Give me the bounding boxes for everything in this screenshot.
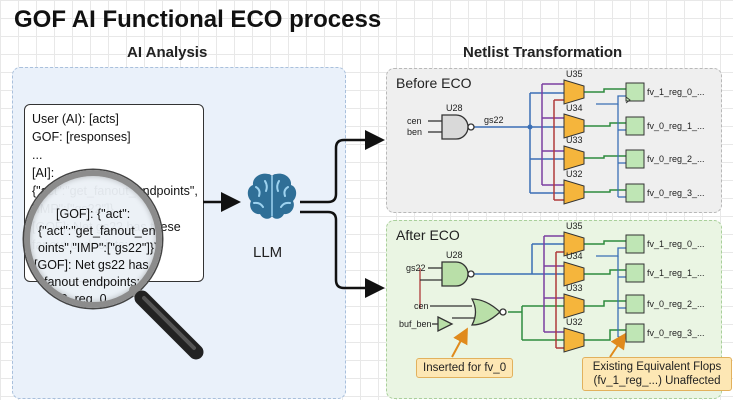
- existing-note-line-2: (fv_1_reg_...) Unaffected: [593, 375, 721, 387]
- after-input-buf-ben: buf_ben: [399, 319, 432, 329]
- chat-line: User (AI): [acts]: [32, 112, 119, 126]
- svg-text:fv_0_reg_2_...: fv_0_reg_2_...: [647, 154, 705, 164]
- existing-flops-note: Existing Equivalent Flops (fv_1_reg_...)…: [582, 357, 732, 391]
- before-nand-gate: [441, 114, 469, 140]
- svg-text:fv_1_reg_1_...: fv_1_reg_1_...: [647, 268, 705, 278]
- svg-text:fv_0_reg_2_...: fv_0_reg_2_...: [647, 299, 705, 309]
- ai-analysis-heading: AI Analysis: [127, 44, 208, 61]
- svg-text:U32: U32: [566, 169, 583, 179]
- before-eco-label: Before ECO: [396, 75, 472, 91]
- after-nand-gate: [441, 261, 469, 287]
- llm-label: LLM: [253, 244, 283, 261]
- before-flop-2: fv_0_reg_2_...: [625, 149, 705, 169]
- before-mux-u34: U34: [563, 103, 585, 139]
- before-data-nets: [584, 88, 626, 198]
- after-eco-label: After ECO: [396, 227, 460, 243]
- chat-line: [AI]:: [32, 166, 55, 180]
- after-data-nets: [584, 240, 626, 341]
- before-flop-1: fv_0_reg_1_...: [625, 116, 705, 136]
- page-title: GOF AI Functional ECO process: [14, 6, 382, 33]
- before-mux-u35: U35: [563, 69, 585, 105]
- svg-text:U34: U34: [566, 251, 583, 261]
- existing-note-line-1: Existing Equivalent Flops: [592, 361, 722, 373]
- svg-text:fv_0_reg_1_...: fv_0_reg_1_...: [647, 121, 705, 131]
- brain-icon: [247, 173, 297, 219]
- before-gate-label: U28: [446, 103, 463, 113]
- lens-line: fanout endpoints:: [44, 275, 140, 289]
- before-input-cen: cen: [407, 116, 422, 126]
- svg-text:U33: U33: [566, 135, 583, 145]
- before-mux-u33: U33: [563, 135, 585, 171]
- after-flop-0: fv_1_reg_0_...: [625, 234, 705, 254]
- svg-text:U32: U32: [566, 317, 583, 327]
- after-flop-1: fv_1_reg_1_...: [625, 263, 705, 283]
- inserted-note-arrow: [451, 327, 468, 358]
- after-mux-u32: U32: [563, 317, 585, 353]
- before-flop-3: fv_0_reg_3_...: [625, 183, 705, 203]
- existing-note-arrow: [609, 332, 627, 358]
- after-flop-3: fv_0_reg_3_...: [625, 323, 705, 343]
- after-input-cen: cen: [414, 301, 429, 311]
- svg-text:fv_1_reg_0_...: fv_1_reg_0_...: [647, 87, 705, 97]
- after-fanout-nets: [419, 235, 564, 349]
- before-net-label: gs22: [484, 115, 504, 125]
- inserted-buffer: [437, 315, 454, 333]
- inserted-note: Inserted for fv_0: [416, 358, 514, 378]
- svg-text:fv_1_reg_0_...: fv_1_reg_0_...: [647, 239, 705, 249]
- netlist-transformation-heading: Netlist Transformation: [463, 44, 623, 61]
- before-flop-0: fv_1_reg_0_...: [625, 82, 705, 104]
- lens-line: {"act":"get_fanout_endp: [38, 224, 162, 238]
- after-input-gs22: gs22: [406, 263, 426, 273]
- svg-text:fv_0_reg_3_...: fv_0_reg_3_...: [647, 188, 705, 198]
- after-gate-label: U28: [446, 250, 463, 260]
- before-input-ben: ben: [407, 127, 422, 137]
- after-flop-2: fv_0_reg_2_...: [625, 294, 705, 314]
- chat-line: GOF: [responses]: [32, 130, 131, 144]
- svg-text:fv_0_reg_3_...: fv_0_reg_3_...: [647, 328, 705, 338]
- llm-to-before-arrow: [300, 130, 385, 204]
- lens-line: oints","IMP":["gs22"]}}: [38, 241, 159, 255]
- inserted-or-gate: [470, 298, 501, 326]
- llm-to-after-arrow: [300, 210, 385, 298]
- svg-text:U34: U34: [566, 103, 583, 113]
- after-mux-u33: U33: [563, 283, 585, 319]
- before-mux-u32: U32: [563, 169, 585, 205]
- lens-line: [GOF]: Net gs22 has these: [34, 258, 156, 272]
- svg-text:U35: U35: [566, 221, 583, 231]
- after-mux-u34: U34: [563, 251, 585, 287]
- svg-text:U35: U35: [566, 69, 583, 79]
- before-fanout-nets: [474, 83, 564, 201]
- magnifier-lens: [GOF]: {"act": {"act":"get_fanout_endp o…: [24, 170, 162, 308]
- magnifier-handle: [129, 285, 204, 360]
- after-mux-u35: U35: [563, 221, 585, 257]
- svg-text:U33: U33: [566, 283, 583, 293]
- chat-line: ...: [32, 148, 43, 162]
- lens-line: fv_0_reg_0_ ...: [44, 292, 128, 306]
- lens-line: [GOF]: {"act":: [56, 207, 131, 221]
